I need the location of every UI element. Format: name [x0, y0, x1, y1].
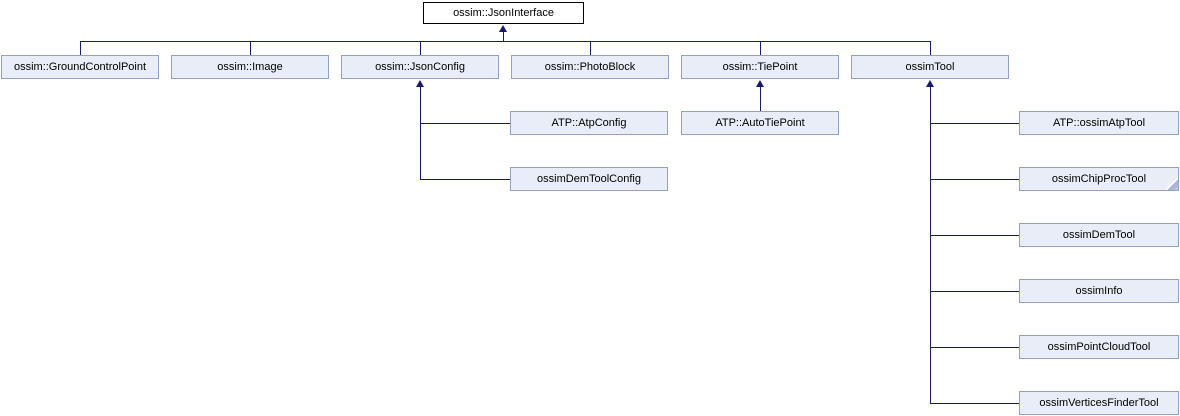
- edge-stub-ossimtool: [930, 41, 931, 55]
- edge-root-shaft: [503, 31, 504, 41]
- class-node-label: ossim::Image: [217, 61, 283, 73]
- class-node-label: ossimChipProcTool: [1051, 173, 1147, 185]
- class-node-ossim-image[interactable]: ossim::Image: [171, 55, 329, 79]
- class-node-ossimdemtoolconfig[interactable]: ossimDemToolConfig: [510, 167, 668, 191]
- class-node-label: ossim::GroundControlPoint: [13, 61, 147, 73]
- inheritance-arrowhead: [926, 80, 934, 87]
- class-node-ossiminfo[interactable]: ossimInfo: [1019, 279, 1179, 303]
- class-node-label: ossim::JsonConfig: [375, 61, 465, 73]
- class-node-ossim-jsonconfig[interactable]: ossim::JsonConfig: [341, 55, 499, 79]
- edge-stub-image: [250, 41, 251, 55]
- class-node-label: ossimPointCloudTool: [1047, 341, 1151, 353]
- edge-branch-chipproctool: [930, 179, 1019, 180]
- truncated-subtree-fold-icon: [1166, 178, 1178, 190]
- class-node-label: ATP::AtpConfig: [551, 117, 627, 129]
- edge-ossimtool-trunk: [930, 86, 931, 404]
- edge-branch-atpconfig: [420, 123, 510, 124]
- class-node-ossimpointcloudtool[interactable]: ossimPointCloudTool: [1019, 335, 1179, 359]
- class-node-ossim-jsoninterface[interactable]: ossim::JsonInterface: [423, 2, 584, 24]
- inheritance-arrowhead: [416, 80, 424, 87]
- class-node-label: ATP::ossimAtpTool: [1052, 117, 1146, 129]
- class-node-label: ossimDemTool: [1062, 229, 1136, 241]
- inheritance-arrowhead: [756, 80, 764, 87]
- edge-stub-groundcontrolpoint: [80, 41, 81, 55]
- class-node-atp-ossimatptool[interactable]: ATP::ossimAtpTool: [1019, 111, 1179, 135]
- edge-tiepoint-trunk: [760, 86, 761, 111]
- edge-root-bus: [80, 41, 931, 42]
- class-node-ossim-groundcontrolpoint[interactable]: ossim::GroundControlPoint: [1, 55, 159, 79]
- edge-branch-verticesfindertool: [930, 403, 1019, 404]
- edge-branch-pointcloudtool: [930, 347, 1019, 348]
- edge-branch-demtool: [930, 235, 1019, 236]
- class-node-label: ossimInfo: [1075, 285, 1123, 297]
- class-node-label: ossimVerticesFinderTool: [1039, 397, 1159, 409]
- edge-stub-photoblock: [590, 41, 591, 55]
- edge-stub-tiepoint: [760, 41, 761, 55]
- edge-stub-jsonconfig: [420, 41, 421, 55]
- class-node-ossimdemtool[interactable]: ossimDemTool: [1019, 223, 1179, 247]
- class-node-atp-autotiepoint[interactable]: ATP::AutoTiePoint: [681, 111, 839, 135]
- edge-branch-info: [930, 291, 1019, 292]
- class-node-label: ossim::TiePoint: [722, 61, 798, 73]
- class-node-ossimverticesfindertool[interactable]: ossimVerticesFinderTool: [1019, 391, 1179, 415]
- class-node-ossimchipproctool[interactable]: ossimChipProcTool: [1019, 167, 1179, 191]
- class-node-ossimtool[interactable]: ossimTool: [851, 55, 1009, 79]
- class-node-ossim-photoblock[interactable]: ossim::PhotoBlock: [511, 55, 669, 79]
- class-node-label: ossim::PhotoBlock: [544, 61, 636, 73]
- edge-branch-ossimatptool: [930, 123, 1019, 124]
- class-node-ossim-tiepoint[interactable]: ossim::TiePoint: [681, 55, 839, 79]
- inheritance-arrowhead: [499, 25, 507, 32]
- class-node-atp-atpconfig[interactable]: ATP::AtpConfig: [510, 111, 668, 135]
- edge-jsonconfig-trunk: [420, 86, 421, 180]
- class-node-label: ossim::JsonInterface: [453, 7, 554, 19]
- edge-branch-demtoolconfig: [420, 179, 510, 180]
- class-node-label: ossimTool: [905, 61, 955, 73]
- class-node-label: ATP::AutoTiePoint: [715, 117, 805, 129]
- class-node-label: ossimDemToolConfig: [537, 173, 641, 185]
